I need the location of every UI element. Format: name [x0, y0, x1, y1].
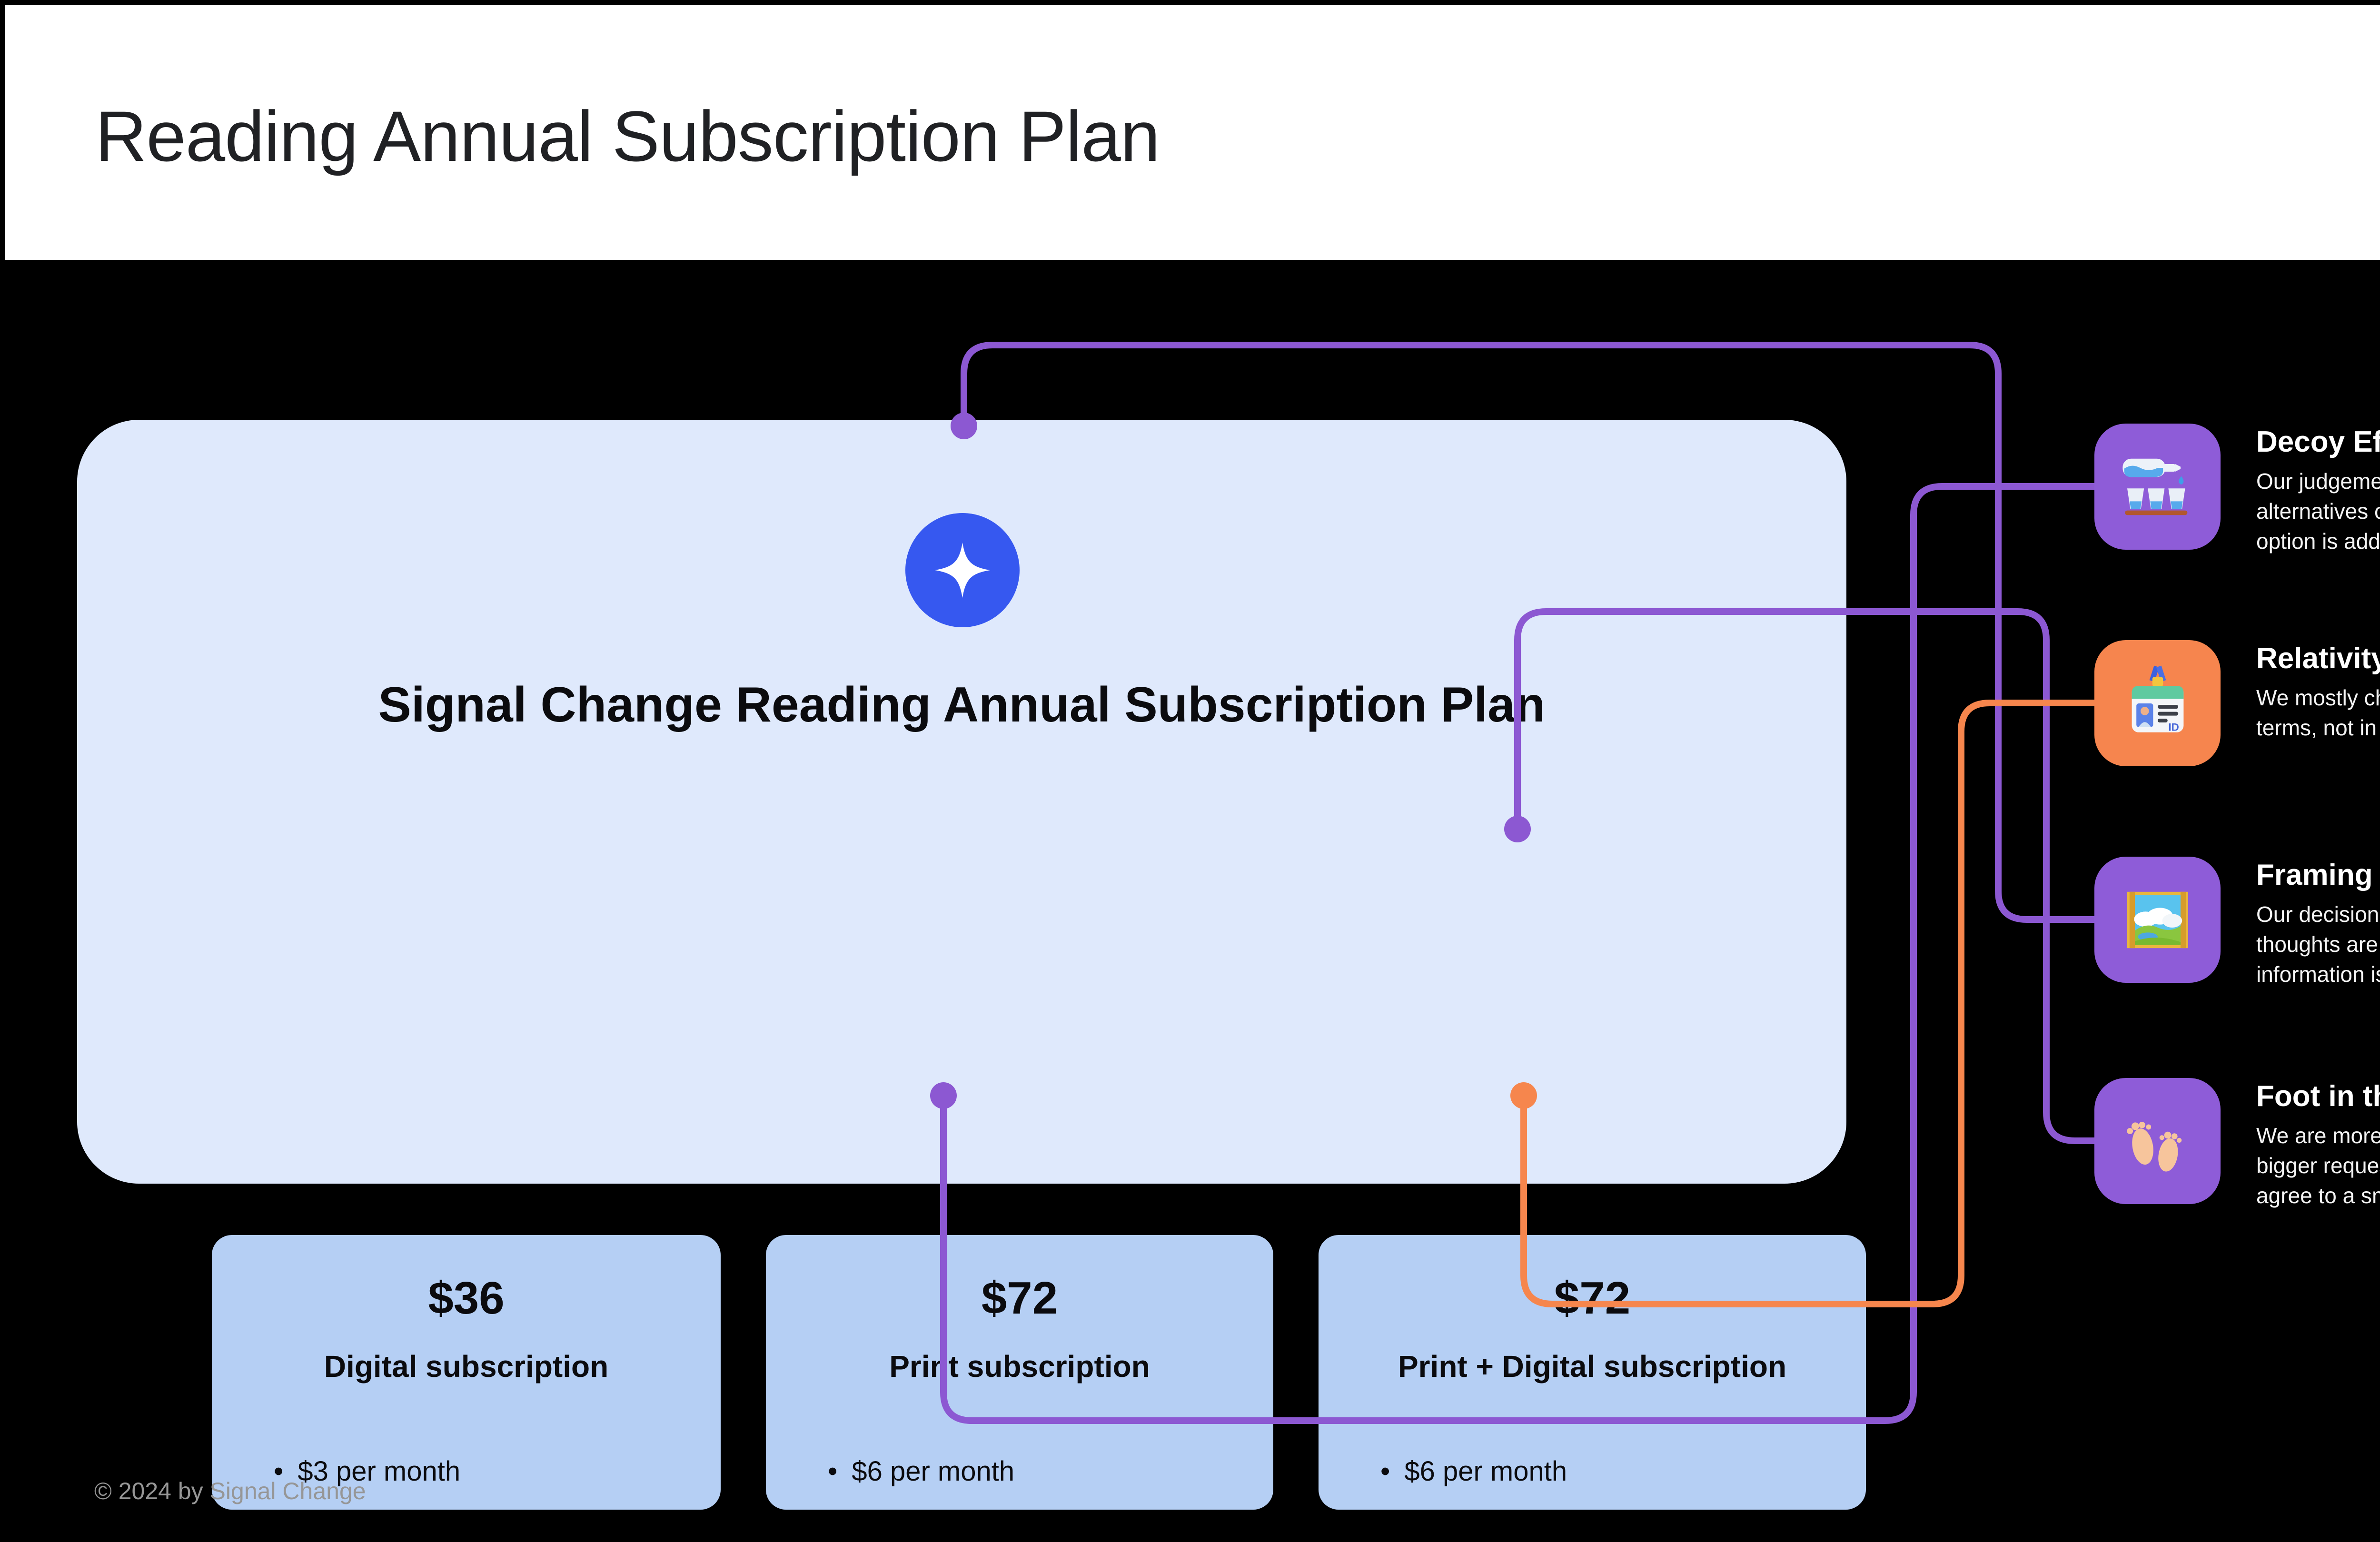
header: Reading Annual Subscription Plan — [5, 5, 2380, 260]
card-title: Signal Change Reading Annual Subscriptio… — [378, 677, 1546, 732]
effect-description: We mostly choose things in relative term… — [2256, 685, 2380, 740]
plan-name: Print + Digital subscription — [1398, 1349, 1787, 1384]
signal-change-logo — [905, 513, 1020, 627]
relativity-id-badge-icon: ID — [2094, 640, 2221, 766]
svg-text:ID: ID — [2168, 721, 2179, 733]
effect-text: Foot in the Door We are more likely to a… — [2256, 1079, 2380, 1211]
decoy-bottle-and-cups-icon — [2094, 424, 2221, 550]
footer-copyright: © 2024 by Signal Change — [94, 1478, 366, 1504]
plan-price: $36 — [428, 1273, 505, 1324]
plan-card-print-digital: $72 Print + Digital subscription $6 per … — [1319, 1235, 1866, 1510]
plan-card-digital: $36 Digital subscription $3 per month — [212, 1235, 721, 1510]
plan-card-print: $72 Print subscription $6 per month — [766, 1235, 1273, 1510]
effect-row-framing: Framing Effect Our decision making and i… — [2094, 857, 2380, 987]
plan-name: Print subscription — [889, 1349, 1150, 1384]
plan-detail: $6 per month — [1380, 1456, 1866, 1487]
plan-price: $72 — [1554, 1273, 1631, 1324]
page-title: Reading Annual Subscription Plan — [95, 96, 1160, 176]
effect-title: Framing Effect — [2256, 859, 2380, 891]
plan-name: Digital subscription — [324, 1349, 609, 1384]
effect-text: Relativity We mostly choose things in re… — [2256, 641, 2380, 743]
effect-title: Foot in the Door — [2256, 1080, 2380, 1113]
plan-price: $72 — [981, 1273, 1058, 1324]
effect-row-decoy: Decoy Effect Our judgement between two a… — [2094, 424, 2380, 554]
foot-in-the-door-footprints-icon — [2094, 1078, 2221, 1204]
plan-detail: $3 per month — [274, 1456, 721, 1487]
framing-picture-frame-icon — [2094, 857, 2221, 983]
effect-title: Decoy Effect — [2256, 425, 2380, 458]
effect-description: We are more likely to agree to a bigger … — [2256, 1123, 2380, 1208]
effect-title: Relativity — [2256, 642, 2380, 675]
effect-text: Decoy Effect Our judgement between two a… — [2256, 425, 2380, 556]
effect-text: Framing Effect Our decision making and i… — [2256, 858, 2380, 989]
subscription-card: Signal Change Reading Annual Subscriptio… — [77, 420, 1866, 1510]
effect-row-relativity: ID Relativity We mostly choose things in… — [2094, 640, 2380, 766]
sparkle-icon — [934, 542, 991, 598]
effect-description: Our decision making and inner thoughts a… — [2256, 902, 2380, 987]
effect-row-foot-in-door: Foot in the Door We are more likely to a… — [2094, 1078, 2380, 1208]
plan-detail: $6 per month — [828, 1456, 1273, 1487]
effect-description: Our judgement between two alternatives c… — [2256, 469, 2380, 554]
